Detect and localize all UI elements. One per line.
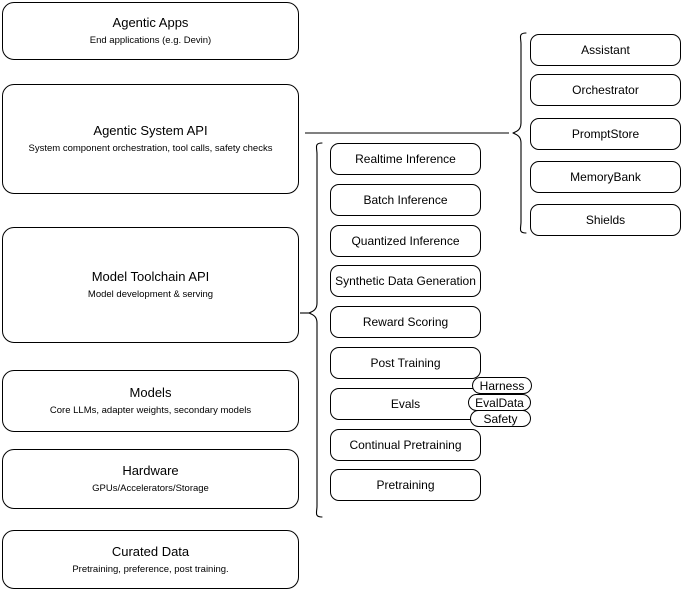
agentic-component-shields[interactable]: Shields <box>530 204 681 236</box>
layer-agentic-apps[interactable]: Agentic Apps End applications (e.g. Devi… <box>2 2 299 60</box>
layer-subtitle: Model development & serving <box>87 289 214 300</box>
agentic-component-orchestrator[interactable]: Orchestrator <box>530 74 681 106</box>
toolchain-component-continual-pretraining[interactable]: Continual Pretraining <box>330 429 481 461</box>
toolchain-component-reward-scoring[interactable]: Reward Scoring <box>330 306 481 338</box>
toolchain-component-batch-inference[interactable]: Batch Inference <box>330 184 481 216</box>
layer-title: Curated Data <box>111 543 190 559</box>
toolchain-component-post-training[interactable]: Post Training <box>330 347 481 379</box>
layer-subtitle: Core LLMs, adapter weights, secondary mo… <box>49 405 252 416</box>
layer-title: Hardware <box>122 463 179 478</box>
layer-model-toolchain-api[interactable]: Model Toolchain API Model development & … <box>2 227 299 343</box>
layer-curated-data[interactable]: Curated Data Pretraining, preference, po… <box>2 530 299 589</box>
agentic-component-memorybank[interactable]: MemoryBank <box>530 161 681 193</box>
agentic-component-promptstore[interactable]: PromptStore <box>530 118 681 150</box>
toolchain-component-realtime-inference[interactable]: Realtime Inference <box>330 143 481 175</box>
layer-models[interactable]: Models Core LLMs, adapter weights, secon… <box>2 370 299 432</box>
evals-badge-safety[interactable]: Safety <box>470 410 531 427</box>
toolchain-component-synthetic-data-generation[interactable]: Synthetic Data Generation <box>330 265 481 297</box>
layer-title: Model Toolchain API <box>91 269 210 284</box>
toolchain-component-pretraining[interactable]: Pretraining <box>330 469 481 501</box>
layer-subtitle: GPUs/Accelerators/Storage <box>92 483 209 494</box>
toolchain-component-quantized-inference[interactable]: Quantized Inference <box>330 225 481 257</box>
layer-title: Agentic System API <box>93 123 208 138</box>
layer-title: Models <box>129 385 172 400</box>
layer-hardware[interactable]: Hardware GPUs/Accelerators/Storage <box>2 449 299 509</box>
layer-subtitle: System component orchestration, tool cal… <box>28 143 273 154</box>
evals-badge-harness[interactable]: Harness <box>472 377 532 394</box>
toolchain-component-evals[interactable]: Evals <box>330 388 481 420</box>
agentic-component-assistant[interactable]: Assistant <box>530 34 681 66</box>
brace-model-toolchain <box>308 142 323 518</box>
layer-title: Agentic Apps <box>112 15 189 30</box>
layer-subtitle: Pretraining, preference, post training. <box>72 563 229 575</box>
layer-agentic-system-api[interactable]: Agentic System API System component orch… <box>2 84 299 194</box>
brace-agentic-system <box>512 32 527 234</box>
evals-badge-evaldata[interactable]: EvalData <box>468 394 531 411</box>
layer-subtitle: End applications (e.g. Devin) <box>89 35 212 46</box>
